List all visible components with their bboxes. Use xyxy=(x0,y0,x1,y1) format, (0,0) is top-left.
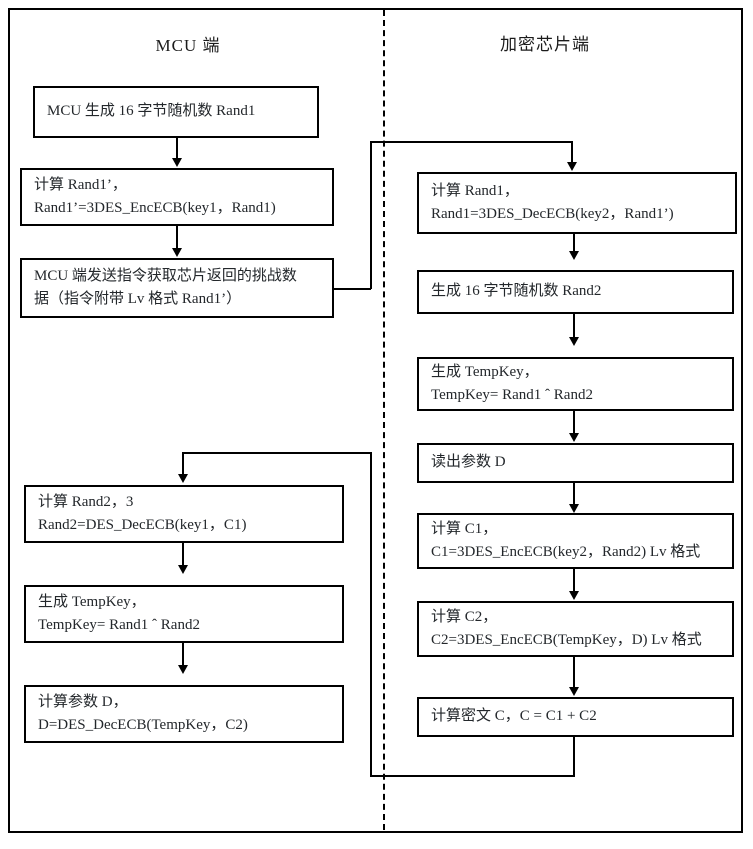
connector-chip-5-to-6 xyxy=(573,569,575,592)
arrowhead-mcu-5-to-6 xyxy=(178,665,188,674)
box-line: C1=3DES_EncECB(key2，Rand2) Lv 格式 xyxy=(431,544,701,560)
connector-into-chip-box1 xyxy=(571,141,573,163)
box-line: 计算 C1， xyxy=(431,520,498,537)
box-line: 生成 TempKey， xyxy=(431,363,539,380)
box-line: Rand1’=3DES_EncECB(key1，Rand1) xyxy=(34,200,276,216)
connector-mcu-5-to-6 xyxy=(182,643,184,666)
connector-mcu-to-chip-vertical xyxy=(370,141,372,289)
connector-mcu-1-to-2 xyxy=(176,138,178,159)
box-line: 读出参数 D xyxy=(431,454,506,471)
connector-chip-3-to-4 xyxy=(573,411,575,434)
arrowhead-mcu-2-to-3 xyxy=(172,248,182,257)
box-line: 计算参数 D， xyxy=(38,693,128,710)
connector-feedback-bottom-horizontal xyxy=(370,775,575,777)
box-line: MCU 端发送指令获取芯片返回的挑战数 xyxy=(34,267,297,284)
process-box-chip-calc-cipher-c[interactable]: 计算密文 C，C = C1 + C2 xyxy=(417,697,734,737)
connector-chip-2-to-3 xyxy=(573,314,575,338)
connector-feedback-into-mcu-box4 xyxy=(182,452,184,475)
connector-feedback-from-chip-vertical xyxy=(573,737,575,776)
box-line: D=DES_DecECB(TempKey，C2) xyxy=(38,717,248,733)
box-line: MCU 生成 16 字节随机数 Rand1 xyxy=(47,103,256,120)
box-line: Rand2=DES_DecECB(key1，C1) xyxy=(38,517,247,533)
arrowhead-mcu-4-to-5 xyxy=(178,565,188,574)
arrowhead-chip-5-to-6 xyxy=(569,591,579,600)
column-header-chip: 加密芯片端 xyxy=(500,35,590,54)
process-box-chip-gen-tempkey[interactable]: 生成 TempKey， TempKey= Rand1 ˆ Rand2 xyxy=(417,357,734,411)
column-divider-dashed-line xyxy=(383,10,385,830)
arrowhead-chip-3-to-4 xyxy=(569,433,579,442)
box-line: 生成 TempKey， xyxy=(38,593,146,610)
box-line: 生成 16 字节随机数 Rand2 xyxy=(431,283,602,300)
connector-mcu-to-chip-top-horizontal xyxy=(370,141,573,143)
box-line: C2=3DES_EncECB(TempKey，D) Lv 格式 xyxy=(431,632,702,648)
box-line: 计算密文 C，C = C1 + C2 xyxy=(431,708,597,725)
process-box-chip-calc-c2[interactable]: 计算 C2， C2=3DES_EncECB(TempKey，D) Lv 格式 xyxy=(417,601,734,657)
box-line: 计算 Rand1， xyxy=(431,182,519,199)
arrowhead-into-chip-box1 xyxy=(567,162,577,171)
connector-mcu-4-to-5 xyxy=(182,543,184,566)
arrowhead-mcu-1-to-2 xyxy=(172,158,182,167)
box-line: 计算 Rand2，3 xyxy=(38,493,134,510)
process-box-chip-calc-c1[interactable]: 计算 C1， C1=3DES_EncECB(key2，Rand2) Lv 格式 xyxy=(417,513,734,569)
process-box-mcu-gen-rand1[interactable]: MCU 生成 16 字节随机数 Rand1 xyxy=(33,86,319,138)
connector-feedback-left-vertical xyxy=(370,452,372,777)
process-box-chip-gen-rand2[interactable]: 生成 16 字节随机数 Rand2 xyxy=(417,270,734,314)
box-line: 计算 C2， xyxy=(431,608,498,625)
process-box-chip-calc-rand1[interactable]: 计算 Rand1， Rand1=3DES_DecECB(key2，Rand1’) xyxy=(417,172,737,234)
arrowhead-chip-1-to-2 xyxy=(569,251,579,260)
process-box-mcu-calc-rand1-prime[interactable]: 计算 Rand1’， Rand1’=3DES_EncECB(key1，Rand1… xyxy=(20,168,334,226)
column-header-mcu: MCU 端 xyxy=(155,36,221,55)
connector-chip-1-to-2 xyxy=(573,234,575,252)
box-line: TempKey= Rand1 ˆ Rand2 xyxy=(431,387,593,403)
box-line: TempKey= Rand1 ˆ Rand2 xyxy=(38,617,200,633)
arrowhead-chip-6-to-7 xyxy=(569,687,579,696)
arrowhead-into-mcu-box4 xyxy=(178,474,188,483)
connector-chip-4-to-5 xyxy=(573,483,575,505)
arrowhead-chip-2-to-3 xyxy=(569,337,579,346)
box-line: 据（指令附带 Lv 格式 Rand1’） xyxy=(34,291,242,307)
process-box-mcu-calc-rand2[interactable]: 计算 Rand2，3 Rand2=DES_DecECB(key1，C1) xyxy=(24,485,344,543)
box-line: Rand1=3DES_DecECB(key2，Rand1’) xyxy=(431,206,674,222)
process-box-chip-read-param-d[interactable]: 读出参数 D xyxy=(417,443,734,483)
process-box-mcu-send-command[interactable]: MCU 端发送指令获取芯片返回的挑战数 据（指令附带 Lv 格式 Rand1’） xyxy=(20,258,334,318)
connector-mcu-to-chip-horizontal xyxy=(334,288,371,290)
box-line: 计算 Rand1’， xyxy=(34,176,127,193)
connector-chip-6-to-7 xyxy=(573,657,575,688)
diagram-outer-border xyxy=(8,8,743,833)
connector-feedback-top-horizontal xyxy=(182,452,372,454)
connector-mcu-2-to-3 xyxy=(176,226,178,248)
process-box-mcu-gen-tempkey[interactable]: 生成 TempKey， TempKey= Rand1 ˆ Rand2 xyxy=(24,585,344,643)
process-box-mcu-calc-param-d[interactable]: 计算参数 D， D=DES_DecECB(TempKey，C2) xyxy=(24,685,344,743)
arrowhead-chip-4-to-5 xyxy=(569,504,579,513)
